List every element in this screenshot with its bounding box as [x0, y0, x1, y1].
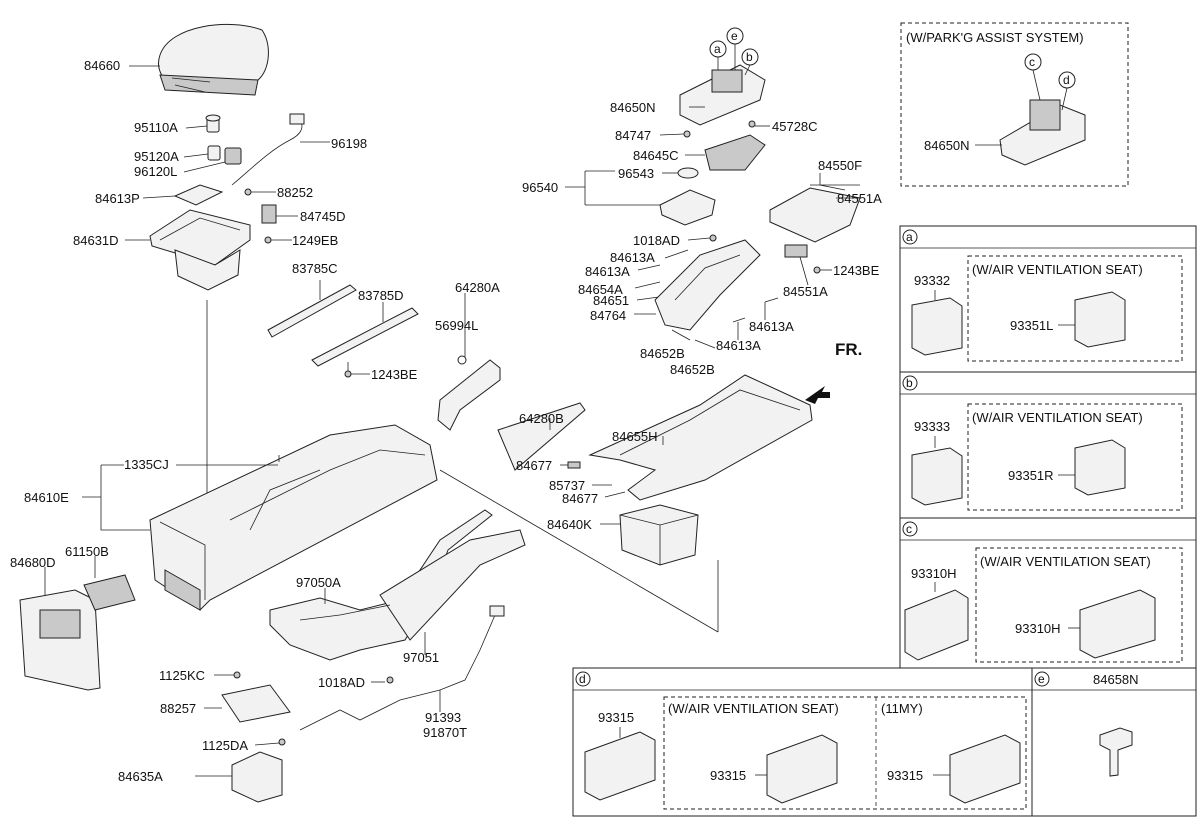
part-label-84613a-3: 84613A [749, 319, 794, 334]
panel-a-sub-title: (W/AIR VENTILATION SEAT) [972, 262, 1143, 277]
panel-a-sub-part: 93351L [1010, 318, 1053, 333]
front-direction-label: FR. [835, 340, 862, 359]
part-label-84747: 84747 [615, 128, 651, 143]
callout-letter-a: a [714, 42, 721, 56]
panel-c-sub-title: (W/AIR VENTILATION SEAT) [980, 554, 1151, 569]
park-assist-letter-c: c [1029, 55, 1035, 69]
panel-c-sub-part: 93310H [1015, 621, 1061, 636]
panel-c-part: 93310H [911, 566, 957, 581]
part-label-84631d: 84631D [73, 233, 119, 248]
part-label-1125kc: 1125KC [159, 668, 205, 683]
panel-a-sub-box [967, 255, 1183, 362]
part-label-85737: 85737 [549, 478, 585, 493]
park-assist-letter-d: d [1063, 73, 1070, 87]
part-label-88257: 88257 [160, 701, 196, 716]
center-console-drawing [149, 424, 438, 611]
part-label-96198: 96198 [331, 136, 367, 151]
callout-letter-e: e [731, 29, 738, 43]
part-label-84651: 84651 [593, 293, 629, 308]
part-label-84652b-1: 84652B [640, 346, 685, 361]
part-label-84640k: 84640K [547, 517, 592, 532]
part-label-96543: 96543 [618, 166, 654, 181]
part-label-96120l: 96120L [134, 164, 177, 179]
panel-d-sub-box [663, 696, 1027, 810]
part-label-84551a-lower: 84551A [783, 284, 828, 299]
part-label-84550f: 84550F [818, 158, 862, 173]
part-label-84645c: 84645C [633, 148, 679, 163]
part-label-95120a: 95120A [134, 149, 179, 164]
part-label-84610e: 84610E [24, 490, 69, 505]
part-label-84764: 84764 [590, 308, 626, 323]
panel-e [1031, 667, 1197, 817]
part-label-84677-upper: 84677 [516, 458, 552, 473]
panel-b-letter: b [906, 376, 913, 390]
upper-trim-drawing [588, 374, 813, 501]
part-label-83785d: 83785D [358, 288, 404, 303]
callout-letter-b: b [746, 50, 753, 64]
storage-box-drawing [149, 209, 251, 291]
panel-c-sub-box [975, 547, 1183, 663]
part-label-91870t: 91870T [423, 725, 467, 740]
panel-d-sub-part: 93315 [710, 768, 746, 783]
part-label-1018ad-lower: 1018AD [318, 675, 365, 690]
part-label-83785c: 83785C [292, 261, 338, 276]
part-label-84635a: 84635A [118, 769, 163, 784]
panel-b-part: 93333 [914, 419, 950, 434]
part-label-64280b: 64280B [519, 411, 564, 426]
air-duct-drawing [269, 509, 526, 661]
panel-a-part: 93332 [914, 273, 950, 288]
panel-c-letter: c [906, 522, 912, 536]
part-label-84613a-2: 84613A [585, 264, 630, 279]
part-label-84655h: 84655H [612, 429, 658, 444]
socket-95110a-drawing [205, 114, 221, 133]
part-label-84745d: 84745D [300, 209, 346, 224]
part-label-84652b-2: 84652B [670, 362, 715, 377]
panel-d-sub2-part: 93315 [887, 768, 923, 783]
panel-b-sub-title: (W/AIR VENTILATION SEAT) [972, 410, 1143, 425]
part-label-84613p: 84613P [95, 191, 140, 206]
part-label-1125da: 1125DA [202, 738, 248, 753]
park-assist-box [900, 22, 1129, 187]
part-label-84677-lower: 84677 [562, 491, 598, 506]
part-label-84680d: 84680D [10, 555, 56, 570]
part-label-84613a-1: 84613A [610, 250, 655, 265]
part-label-84650n: 84650N [610, 100, 656, 115]
shifter-bezel-drawing [679, 64, 766, 126]
panel-b-sub-part: 93351R [1008, 468, 1054, 483]
panel-d-sub2-title: (11MY) [881, 701, 923, 716]
part-label-88252: 88252 [277, 185, 313, 200]
panel-d-part: 93315 [598, 710, 634, 725]
panel-d-letter: d [579, 672, 586, 686]
part-label-56994l: 56994L [435, 318, 478, 333]
part-label-97051: 97051 [403, 650, 439, 665]
part-label-1018ad-upper: 1018AD [633, 233, 680, 248]
part-label-97050a: 97050A [296, 575, 341, 590]
part-label-96540: 96540 [522, 180, 558, 195]
park-assist-title: (W/PARK'G ASSIST SYSTEM) [906, 30, 1084, 45]
panel-a-letter: a [906, 230, 913, 244]
part-label-1249eb: 1249EB [292, 233, 338, 248]
part-label-61150b: 61150B [65, 544, 109, 559]
panel-e-letter: e [1038, 672, 1045, 686]
part-label-84551a-upper: 84551A [837, 191, 882, 206]
part-label-91393: 91393 [425, 710, 461, 725]
part-label-1335cj: 1335CJ [124, 457, 169, 472]
part-label-1243be-left: 1243BE [371, 367, 418, 382]
part-label-1243be-right: 1243BE [833, 263, 880, 278]
part-label-45728c: 45728C [772, 119, 818, 134]
part-label-84660: 84660 [84, 58, 120, 73]
panel-e-part: 84658N [1093, 672, 1139, 687]
panel-d-sub-title: (W/AIR VENTILATION SEAT) [668, 701, 839, 716]
part-label-84613a-4: 84613A [716, 338, 761, 353]
part-label-84654a: 84654A [578, 282, 623, 297]
park-assist-part: 84650N [924, 138, 970, 153]
socket-95120a-drawing [207, 145, 242, 165]
part-label-95110a: 95110A [134, 120, 178, 135]
panel-b-sub-box [967, 403, 1183, 511]
armrest-lid-drawing [158, 23, 269, 96]
part-label-64280a: 64280A [455, 280, 500, 295]
